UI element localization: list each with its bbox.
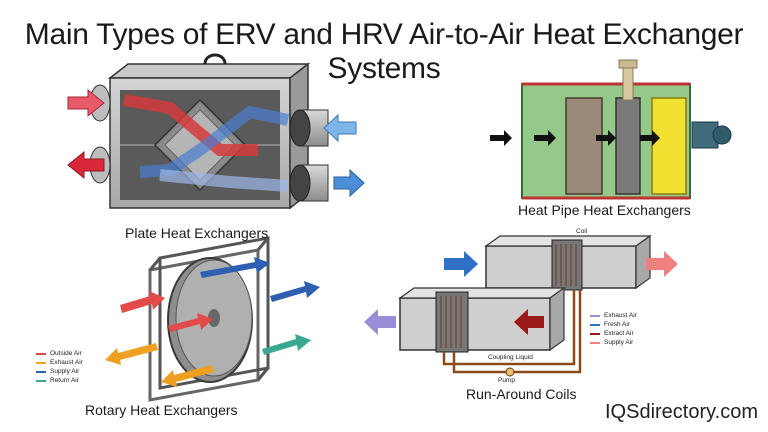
legend-label: Exhaust Air bbox=[50, 359, 83, 366]
legend-item-fresh-air: Fresh Air bbox=[590, 320, 637, 329]
legend-item-supply-air: Supply Air bbox=[36, 367, 83, 376]
legend-swatch bbox=[590, 341, 600, 344]
legend-swatch bbox=[36, 361, 46, 364]
legend-swatch bbox=[590, 332, 600, 335]
legend-item-extract-air: Extract Air bbox=[590, 329, 637, 338]
legend-label: Extract Air bbox=[604, 330, 634, 337]
brand-watermark: IQSdirectory.com bbox=[605, 401, 758, 423]
pump-label: Pump bbox=[498, 377, 515, 384]
legend-label: Exhaust Air bbox=[604, 312, 637, 319]
rotary-legend: Outside Air Exhaust Air Supply Air Retur… bbox=[36, 349, 83, 385]
legend-label: Outside Air bbox=[50, 350, 82, 357]
legend-item-exhaust-air: Exhaust Air bbox=[36, 358, 83, 367]
legend-swatch bbox=[36, 352, 46, 355]
coupling-liquid-label: Coupling Liquid bbox=[488, 354, 533, 361]
page-title: Main Types of ERV and HRV Air-to-Air Hea… bbox=[24, 18, 744, 85]
heat-pipe-illustration bbox=[490, 59, 732, 200]
run-around-legend: Exhaust Air Fresh Air Extract Air Supply… bbox=[590, 311, 637, 347]
legend-swatch bbox=[36, 370, 46, 373]
legend-item-exhaust-air: Exhaust Air bbox=[590, 311, 637, 320]
plate-heat-exchanger-illustration bbox=[67, 53, 365, 210]
rotary-caption: Rotary Heat Exchangers bbox=[85, 402, 238, 418]
legend-item-supply-air: Supply Air bbox=[590, 338, 637, 347]
legend-swatch bbox=[590, 314, 600, 317]
run-around-coil-illustration bbox=[364, 234, 678, 377]
legend-item-return-air: Return Air bbox=[36, 376, 83, 385]
heat-pipe-caption: Heat Pipe Heat Exchangers bbox=[518, 202, 691, 218]
run-around-caption: Run-Around Coils bbox=[466, 386, 577, 402]
legend-item-outside-air: Outside Air bbox=[36, 349, 83, 358]
legend-label: Fresh Air bbox=[604, 321, 631, 328]
legend-label: Supply Air bbox=[50, 368, 80, 375]
rotary-wheel-illustration bbox=[105, 236, 320, 402]
legend-label: Return Air bbox=[50, 377, 79, 384]
legend-swatch bbox=[590, 323, 600, 326]
legend-swatch bbox=[36, 379, 46, 382]
legend-label: Supply Air bbox=[604, 339, 634, 346]
coil-label: Coil bbox=[576, 228, 588, 235]
plate-caption: Plate Heat Exchangers bbox=[125, 225, 269, 241]
